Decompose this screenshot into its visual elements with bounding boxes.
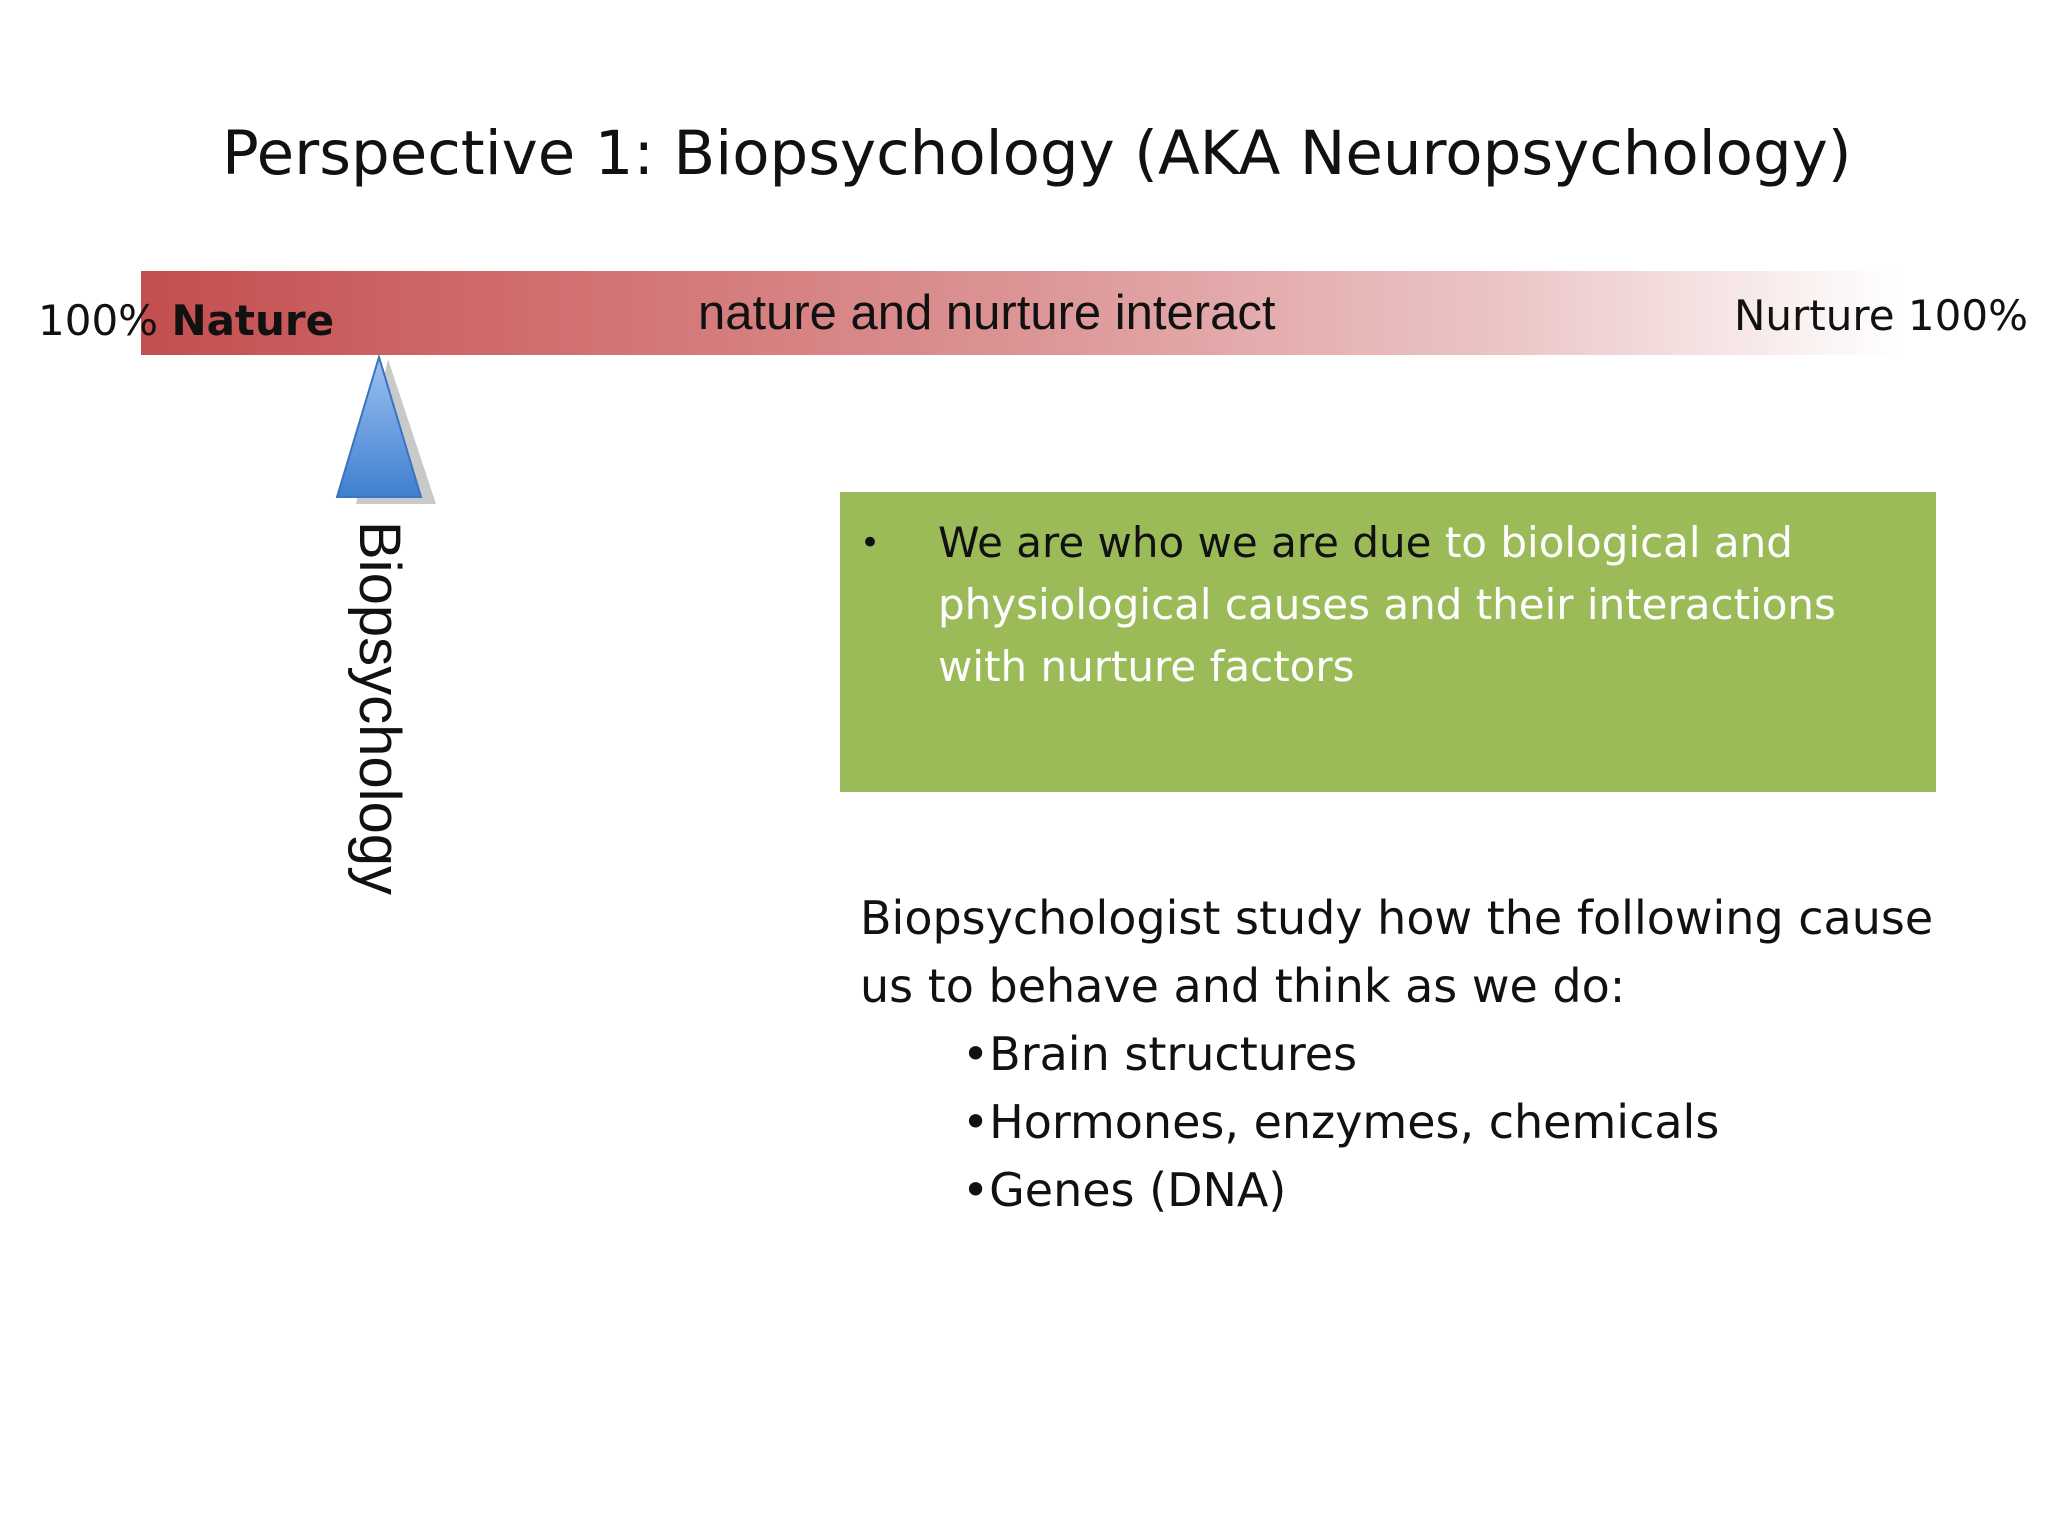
list-item-text: Hormones, enzymes, chemicals — [989, 1095, 1720, 1149]
position-pointer-triangle — [335, 355, 436, 504]
nature-word: Nature — [171, 296, 335, 345]
study-list: Brain structures Hormones, enzymes, chem… — [860, 1020, 1990, 1224]
slide-title: Perspective 1: Biopsychology (AKA Neurop… — [222, 118, 1852, 189]
nature-end-label: 100% Nature — [38, 296, 334, 346]
callout-text-dark: We are who we are due — [938, 518, 1432, 567]
list-item-text: Genes (DNA) — [989, 1163, 1287, 1217]
study-intro: Biopsychologist study how the following … — [860, 891, 1934, 1013]
definition-callout: • We are who we are due to biological an… — [840, 492, 1936, 792]
interaction-label: nature and nurture interact — [698, 286, 1276, 340]
pointer-shape — [335, 355, 423, 498]
list-item: Brain structures — [962, 1020, 1990, 1088]
list-item: Hormones, enzymes, chemicals — [962, 1088, 1990, 1156]
study-section: Biopsychologist study how the following … — [860, 884, 1990, 1224]
nature-nurture-spectrum-bar — [141, 271, 1901, 355]
list-item-text: Brain structures — [989, 1027, 1358, 1081]
nurture-end-label: Nurture 100% — [1734, 291, 2028, 340]
nature-percent: 100% — [38, 296, 159, 345]
callout-text: We are who we are due to biological and … — [938, 512, 1918, 698]
callout-bullet: • — [860, 523, 881, 563]
callout-text-light: to biological and physiological causes a… — [938, 518, 1836, 691]
list-item: Genes (DNA) — [962, 1156, 1990, 1224]
biopsychology-position-label: Biopsychology — [347, 521, 412, 895]
